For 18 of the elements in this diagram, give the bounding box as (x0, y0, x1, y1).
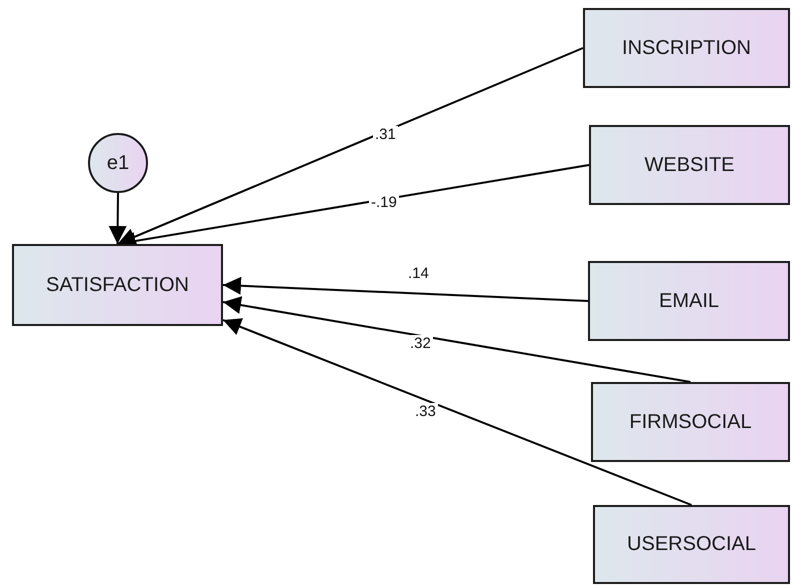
variable-name: SATISFACTION (46, 274, 189, 296)
variable-box (588, 261, 790, 341)
path-arrow (108, 192, 127, 244)
variable-name: INSCRIPTION (622, 36, 751, 60)
path-arrow (222, 276, 588, 302)
path-arrow (222, 318, 692, 506)
variable-name: FIRMSOCIAL (629, 410, 752, 434)
variable-box (593, 505, 790, 584)
variable-name: USERSOCIAL (627, 533, 756, 556)
path-arrow (117, 47, 584, 246)
variable-name: WEBSITE (644, 154, 734, 176)
variable-name: EMAIL (658, 290, 720, 312)
variable-box (583, 8, 790, 88)
path-arrow (222, 296, 691, 383)
variable-box (589, 125, 790, 205)
variable-name: e1 (106, 152, 130, 174)
variable-box (591, 382, 790, 462)
variable-box (12, 244, 223, 326)
